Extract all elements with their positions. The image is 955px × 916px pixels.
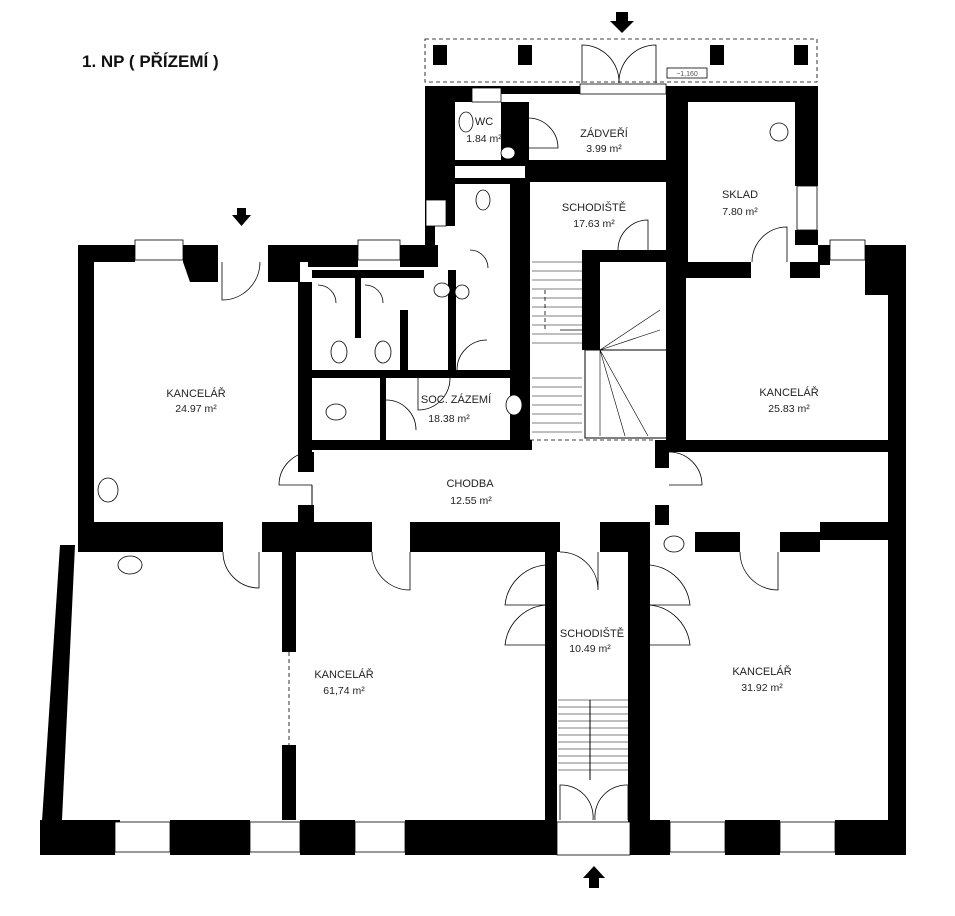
room-name-wc: WC — [475, 116, 493, 128]
room-area-schodiste-top: 17.63 m² — [573, 218, 615, 230]
room-name-kancelar-sw: KANCELÁŘ — [314, 668, 373, 681]
entrance-arrow-icon — [610, 12, 634, 33]
room-area-kancelar-se: 31.92 m² — [741, 682, 783, 694]
room-name-sklad: SKLAD — [722, 189, 758, 201]
exterior-walls — [40, 86, 906, 855]
room-name-chodba: CHODBA — [446, 478, 494, 490]
room-area-soc-zazemi: 18.38 m² — [428, 413, 470, 425]
glazed-partitions — [288, 290, 893, 780]
room-area-kancelar-ne: 25.83 m² — [768, 403, 810, 415]
room-area-kancelar-nw: 24.97 m² — [175, 403, 217, 415]
room-name-kancelar-ne: KANCELÁŘ — [759, 386, 818, 399]
room-area-sklad: 7.80 m² — [722, 206, 758, 218]
stair-icon — [532, 261, 668, 771]
windows-top — [134, 83, 866, 261]
entrance-terrace: −1,160 — [424, 38, 818, 84]
plan-title: 1. NP ( PŘÍZEMÍ ) — [82, 52, 219, 71]
room-name-schodiste-top: SCHODIŠTĚ — [562, 201, 626, 214]
washbasin-icon — [97, 122, 789, 575]
room-name-kancelar-se: KANCELÁŘ — [732, 665, 791, 678]
toilet-icon — [325, 111, 491, 421]
room-area-zadveri: 3.99 m² — [586, 143, 622, 155]
entrance-arrow-icon — [232, 208, 251, 226]
interior-walls — [78, 102, 890, 822]
room-labels: WC 1.84 m² ZÁDVEŘÍ 3.99 m² SKLAD 7.80 m²… — [166, 116, 818, 697]
room-name-kancelar-nw: KANCELÁŘ — [166, 387, 225, 400]
room-area-kancelar-sw: 61,74 m² — [323, 685, 365, 697]
room-name-schodiste-bottom: SCHODIŠTĚ — [560, 627, 624, 640]
door-swing-icon — [221, 117, 788, 821]
room-name-soc-zazemi: SOC. ZÁZEMÍ — [421, 393, 492, 406]
room-area-wc: 1.84 m² — [466, 133, 502, 145]
entrance-arrow-icon — [583, 866, 605, 888]
windows-bottom — [114, 821, 836, 856]
room-area-chodba: 12.55 m² — [450, 495, 492, 507]
room-area-schodiste-bottom: 10.49 m² — [569, 643, 611, 655]
level-mark: −1,160 — [676, 71, 698, 78]
room-name-zadveri: ZÁDVEŘÍ — [580, 127, 629, 140]
